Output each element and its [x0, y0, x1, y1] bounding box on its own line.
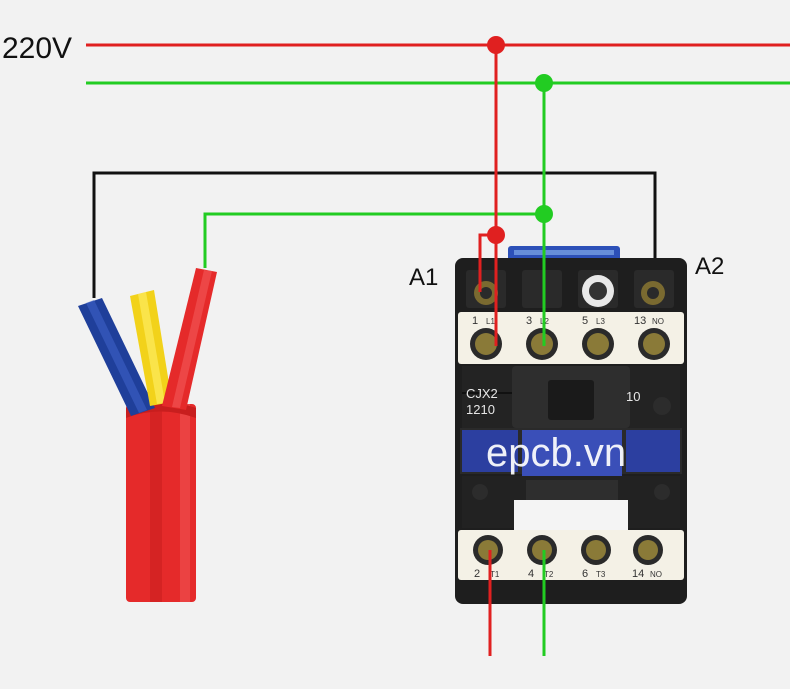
voltage-label: 220V: [2, 32, 72, 65]
blue-panel-right: [626, 430, 680, 472]
bottom-terminal-2-sub: T1: [490, 570, 500, 579]
bottom-terminal-14-sub: NO: [650, 570, 662, 579]
contactor: 1 L1 3 L2 5 L3 13 NO CJX2 1210 10 epcb.v…: [455, 246, 687, 604]
top-terminal-13-label: 13: [634, 315, 646, 327]
model-line-2: 1210: [466, 402, 495, 417]
top-terminal-5-sub: L3: [596, 317, 605, 326]
black-control-wire: [92, 171, 657, 298]
top-terminal-1-label: 1: [472, 315, 478, 327]
neutral-junction-dot: [535, 74, 553, 92]
bottom-terminal-6-label: 6: [582, 568, 588, 580]
model-line-1: CJX2: [466, 386, 498, 401]
bottom-terminal-4-label: 4: [528, 568, 534, 580]
top-screws: [470, 328, 670, 360]
indicator-slider: [514, 500, 628, 534]
coil-a1-label: A1: [409, 264, 438, 291]
bottom-terminal-14-label: 14: [632, 568, 644, 580]
control-green-junction-dot: [535, 205, 553, 223]
top-terminal-5-label: 5: [582, 315, 588, 327]
live-junction-dot: [487, 36, 505, 54]
bottom-terminal-6-sub: T3: [596, 570, 606, 579]
top-terminal-panel: [458, 312, 684, 364]
blue-panel-center: [522, 430, 622, 476]
top-terminal-13-sub: NO: [652, 317, 664, 326]
bottom-terminal-panel: [458, 530, 684, 580]
blue-panel-left: [462, 430, 518, 472]
control-red-junction-dot: [487, 226, 505, 244]
top-terminal-1-sub: L1: [486, 317, 495, 326]
green-control-wire: [203, 212, 544, 268]
bottom-terminal-4-sub: T2: [544, 570, 554, 579]
bottom-screws: [473, 535, 663, 565]
bottom-terminal-2-label: 2: [474, 568, 480, 580]
watermark-text: epcb.vn: [486, 431, 626, 475]
cable-bundle: [78, 268, 217, 602]
contact-code: 10: [626, 389, 640, 404]
top-terminal-3-label: 3: [526, 315, 532, 327]
coil-a2-label: A2: [695, 253, 724, 280]
